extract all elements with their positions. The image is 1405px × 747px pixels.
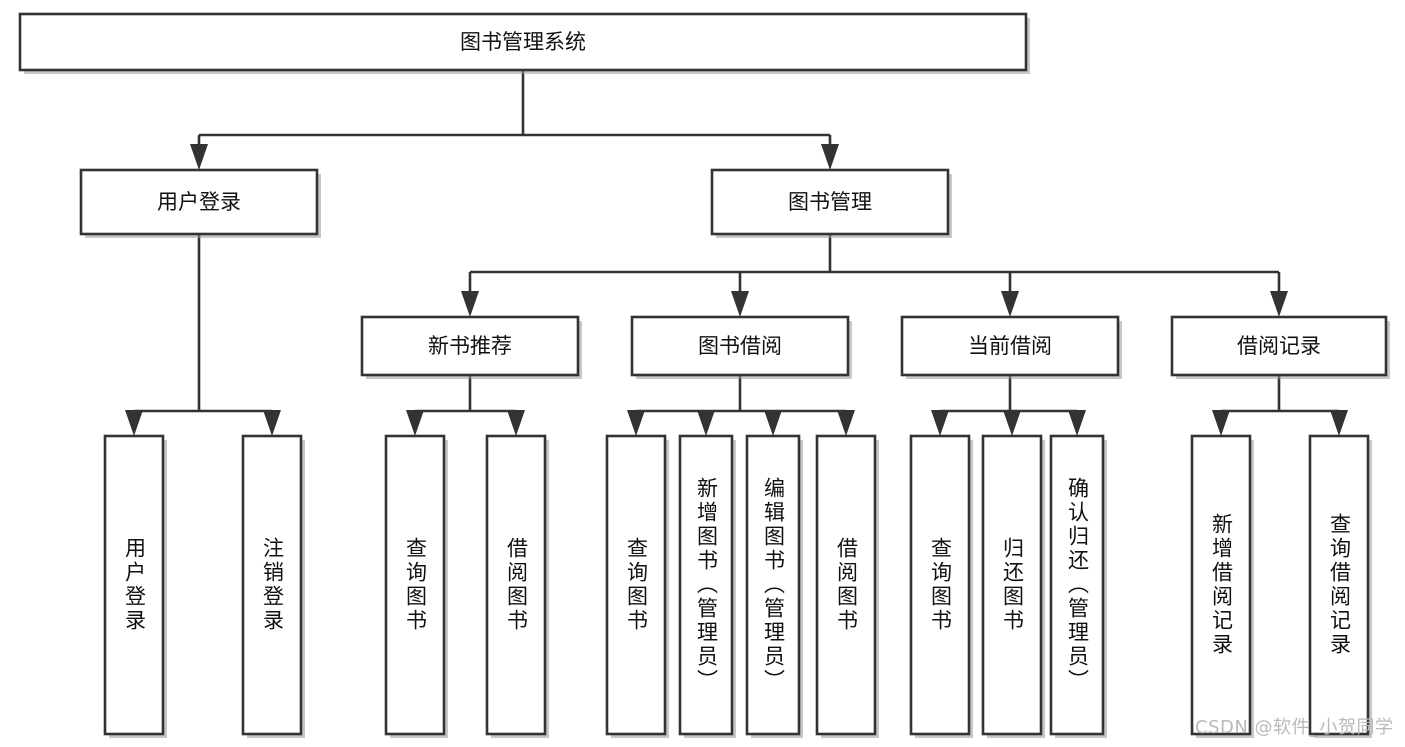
arrow-icon-to-leaf-3 — [507, 410, 525, 436]
node-boxes — [18, 12, 1390, 738]
csdn-watermark: CSDN @软件_小贺同学 — [1195, 717, 1394, 738]
level2-node-label-1: 图书管理 — [788, 190, 872, 214]
leaf-node-box-6[interactable] — [745, 434, 801, 736]
arrow-icon-to-level2-0 — [190, 144, 208, 170]
leaf-node-box-2[interactable] — [384, 434, 446, 736]
level3-node-label-3: 借阅记录 — [1237, 334, 1321, 358]
connector-lines — [125, 70, 1348, 436]
arrow-icon-to-level3-0 — [461, 291, 479, 317]
level3-node-box-3[interactable] — [1170, 315, 1388, 377]
leaf-node-box-8[interactable] — [909, 434, 971, 736]
arrow-icon-to-level3-2 — [1001, 291, 1019, 317]
arrow-icon-to-level3-1 — [731, 291, 749, 317]
leaf-node-box-3[interactable] — [485, 434, 547, 736]
level3-node-label-1: 图书借阅 — [698, 334, 782, 358]
leaf-node-box-5[interactable] — [678, 434, 734, 736]
leaf-node-box-10[interactable] — [1049, 434, 1105, 736]
arrow-icon-to-leaf-7 — [837, 410, 855, 436]
root-node-label: 图书管理系统 — [460, 30, 586, 54]
arrow-icon-to-leaf-4 — [627, 410, 645, 436]
arrow-icon-to-leaf-8 — [931, 410, 949, 436]
arrow-icon-to-leaf-12 — [1330, 410, 1348, 436]
level3-node-box-2[interactable] — [900, 315, 1120, 377]
arrow-icon-to-leaf-10 — [1068, 410, 1086, 436]
leaf-node-box-11[interactable] — [1190, 434, 1252, 736]
root-node-box[interactable] — [18, 12, 1028, 72]
level3-node-label-0: 新书推荐 — [428, 334, 512, 358]
arrow-icon-to-leaf-2 — [406, 410, 424, 436]
level2-node-box-1[interactable] — [710, 168, 950, 236]
arrow-icon-to-leaf-0 — [125, 410, 143, 436]
level3-node-box-0[interactable] — [360, 315, 580, 377]
leaf-node-box-4[interactable] — [605, 434, 667, 736]
arrow-icon-to-leaf-5 — [697, 410, 715, 436]
arrow-icon-to-leaf-11 — [1212, 410, 1230, 436]
arrow-icon-to-leaf-1 — [263, 410, 281, 436]
leaf-node-box-9[interactable] — [981, 434, 1043, 736]
leaf-node-box-1[interactable] — [241, 434, 303, 736]
leaf-node-box-7[interactable] — [815, 434, 877, 736]
leaf-node-box-12[interactable] — [1308, 434, 1370, 736]
arrow-icon-to-level3-3 — [1270, 291, 1288, 317]
level3-node-box-1[interactable] — [630, 315, 850, 377]
leaf-node-box-0[interactable] — [103, 434, 165, 736]
level2-node-label-0: 用户登录 — [157, 190, 241, 214]
arrow-icon-to-leaf-6 — [764, 410, 782, 436]
arrow-icon-to-leaf-9 — [1003, 410, 1021, 436]
arrow-icon-to-level2-1 — [821, 144, 839, 170]
level3-node-label-2: 当前借阅 — [968, 334, 1052, 358]
level2-node-box-0[interactable] — [79, 168, 319, 236]
